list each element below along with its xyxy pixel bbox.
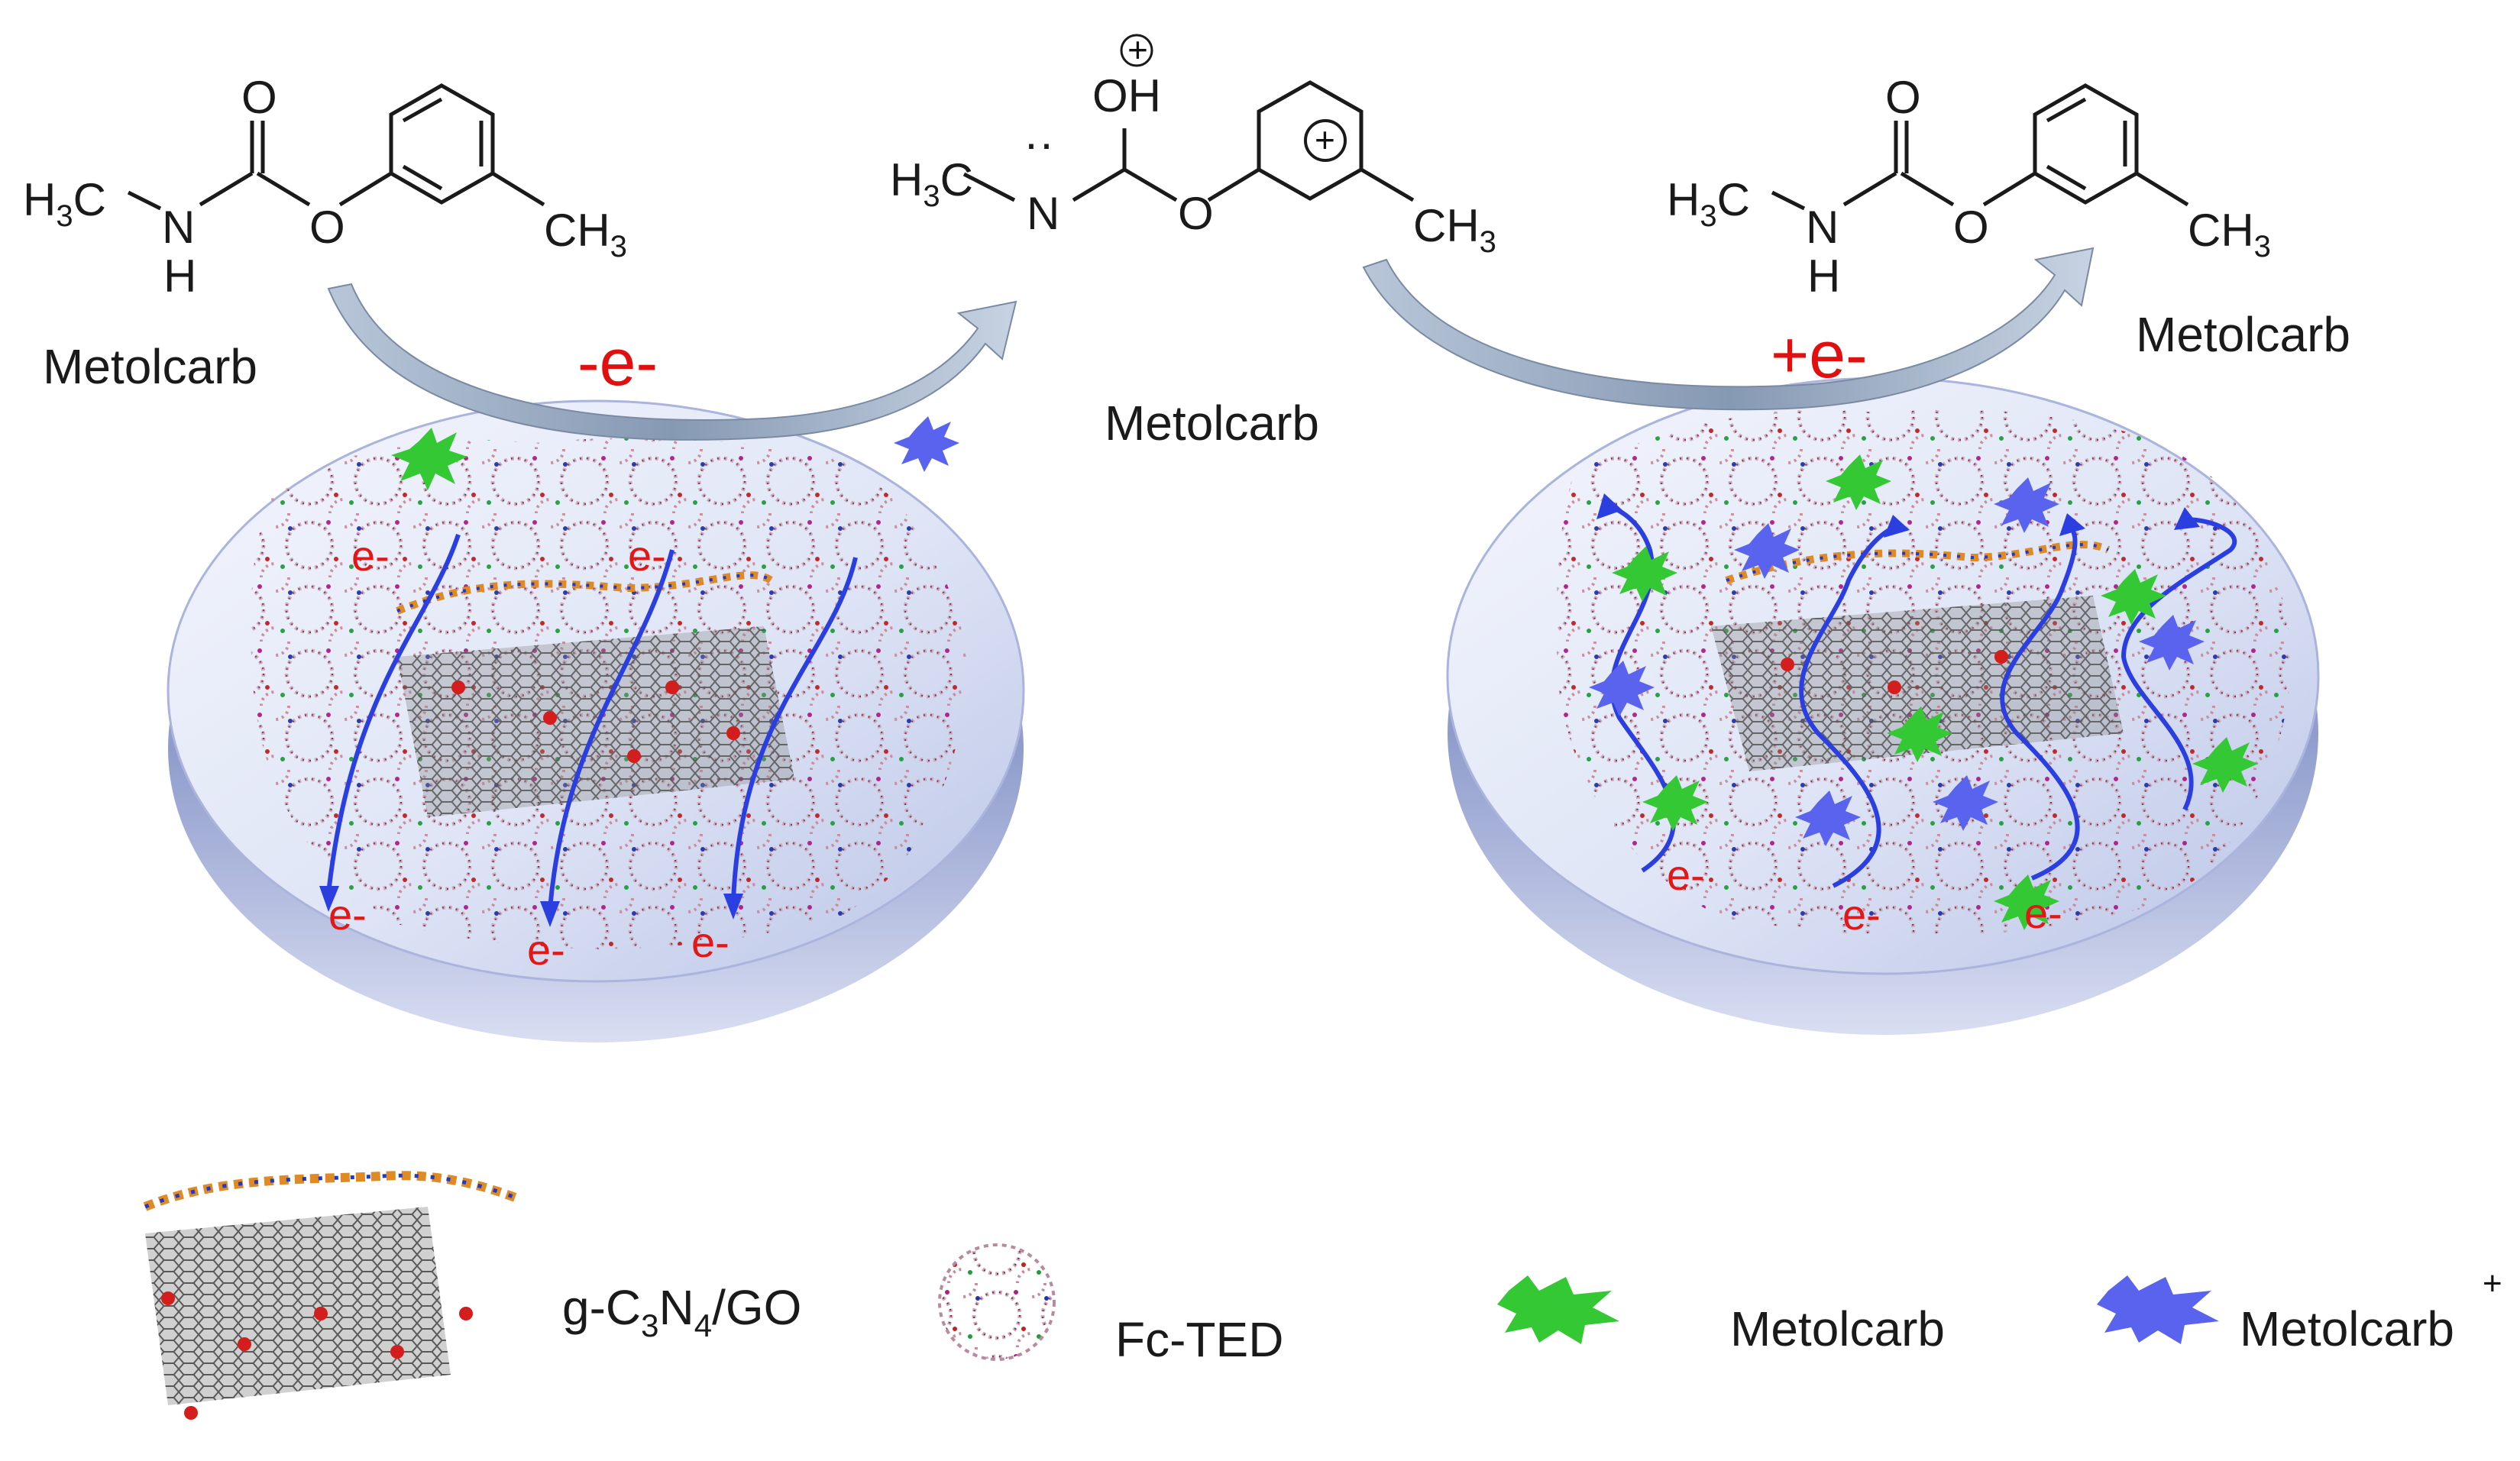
left-ring-methyl: CH3 [544,205,627,263]
right-methyl-group: H3C [1667,174,1750,233]
left-molecule-structure [127,83,545,211]
right-marker-metolcarb-ion [1589,661,1655,716]
legend-metolcarb-ion-label: Metolcarb [2240,1301,2454,1356]
oxidation-label: -e- [577,326,658,399]
middle-molecule-structure [962,34,1415,202]
left-carbonyl-o: O [241,72,277,123]
right-marker-metolcarb [1826,454,1891,510]
middle-molecule-name: Metolcarb [1105,396,1319,451]
middle-oh-group: OH [1092,70,1161,121]
right-marker-metolcarb-ion [1795,790,1861,846]
oxidation-arrow [327,283,1017,441]
left-electron-label-bottom: e- [328,890,367,939]
reduction-arrow [1362,247,2095,411]
legend-composite-graphic [143,1171,522,1420]
right-marker-metolcarb-ion [1994,477,2059,533]
right-marker-metolcarb [2192,737,2258,793]
right-marker-metolcarb [2101,569,2166,625]
left-electron-label-top: e- [628,532,666,580]
left-electron-label-bottom: e- [527,926,565,974]
right-marker-metolcarb [1642,775,1708,831]
left-electron-paths [326,534,858,910]
right-electron-arrowhead [2059,513,2085,536]
middle-methyl-group: H3C [890,154,973,213]
left-h-atom: H [163,251,197,302]
middle-ring-charge: + [1315,120,1335,160]
left-ester-o: O [309,202,345,253]
legend-composite-label: g-C3N4/GO [562,1280,802,1343]
right-molecule-structure [1771,83,2189,211]
right-electron-arrowhead [2174,507,2200,530]
right-marker-metolcarb [1994,874,2059,930]
released-metolcarb-ion-marker [894,416,959,472]
legend-fcted-label: Fc-TED [1115,1312,1284,1367]
legend-fcted-graphic [938,1243,1056,1361]
right-molecule-name: Metolcarb [2136,307,2350,362]
left-electron-arrowhead [723,894,743,920]
left-n-atom: N [162,202,196,253]
right-marker-metolcarb-ion [1734,523,1800,579]
left-electron-arrowhead [540,901,560,927]
left-methyl-group: H3C [23,174,106,233]
legend-metolcarb-label: Metolcarb [1730,1301,1945,1356]
middle-ester-o: O [1178,188,1214,239]
right-electrode [1446,377,2320,1035]
left-electron-arrowhead [319,886,339,912]
left-molecule-name: Metolcarb [43,339,257,394]
legend-metolcarb-marker [1497,1275,1619,1344]
legend-metolcarb-ion-marker [2097,1275,2219,1344]
right-carbonyl-o: O [1885,72,1921,123]
middle-n-atom: N [1027,188,1060,239]
legend-metolcarb-ion-charge: + [2483,1265,2502,1302]
middle-lone-pair: ·· [1024,118,1054,169]
right-electron-label: e- [1842,890,1881,939]
right-marker-metolcarb [1612,546,1677,602]
right-electron-label: e- [2024,889,2062,937]
left-marker-metolcarb [391,428,467,490]
right-ring-methyl: CH3 [2188,205,2271,263]
middle-ring-methyl: CH3 [1413,200,1496,259]
right-marker-metolcarb-ion [2139,615,2205,671]
right-h-atom: H [1807,251,1841,302]
right-electron-arrowhead [1596,493,1622,519]
left-g-c3n4-go-composite [396,571,794,817]
right-electron-label: e- [1667,851,1705,899]
left-electron-label-bottom: e- [691,918,729,966]
left-electron-label-top: e- [351,532,390,580]
right-ester-o: O [1953,202,1989,253]
reduction-label: +e- [1771,318,1868,392]
right-marker-metolcarb [1887,706,1952,762]
right-marker-metolcarb-ion [1933,775,1998,831]
left-electrode [167,399,1025,1042]
right-electron-arrowhead [1884,515,1910,538]
right-n-atom: N [1806,202,1839,253]
right-markers [1589,454,2258,930]
middle-oh-charge: + [1127,30,1148,69]
